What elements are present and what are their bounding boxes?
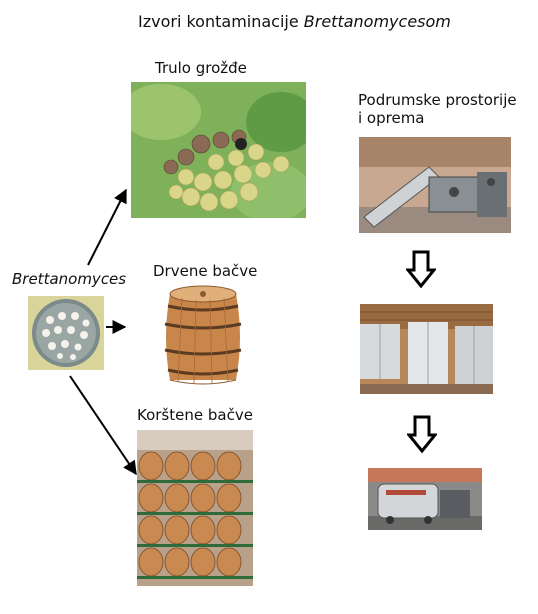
cellar-label-line1: Podrumske prostorije bbox=[358, 91, 517, 109]
brettanomyces-label: Brettanomyces bbox=[12, 270, 127, 288]
steel-tanks-photo bbox=[360, 304, 493, 394]
barrel-stack-photo bbox=[137, 430, 253, 586]
winery-equipment-photo bbox=[359, 137, 511, 233]
arrow-to-grapes bbox=[87, 188, 127, 266]
diagram-title: Izvori kontaminacije Brettanomycesom bbox=[138, 12, 451, 31]
wine-press-photo bbox=[368, 468, 482, 530]
down-arrow-icon bbox=[406, 250, 436, 288]
used-barrels-label: Korštene bačve bbox=[137, 406, 253, 424]
title-prefix: Izvori kontaminacije bbox=[138, 12, 304, 31]
down-arrow-icon bbox=[407, 415, 437, 453]
title-organism: Brettanomycesom bbox=[303, 12, 451, 31]
arrow-to-used-barrels bbox=[69, 375, 137, 476]
petri-dish-icon bbox=[28, 296, 104, 370]
grape-cluster-photo bbox=[131, 82, 306, 218]
wine-barrel-photo bbox=[160, 284, 246, 390]
rotten-grapes-label: Trulo grožđe bbox=[155, 59, 247, 77]
cellar-label-line2: i oprema bbox=[358, 109, 425, 127]
cellar-label: Podrumske prostorije i oprema bbox=[358, 91, 517, 127]
wooden-barrels-label: Drvene bačve bbox=[153, 262, 258, 280]
